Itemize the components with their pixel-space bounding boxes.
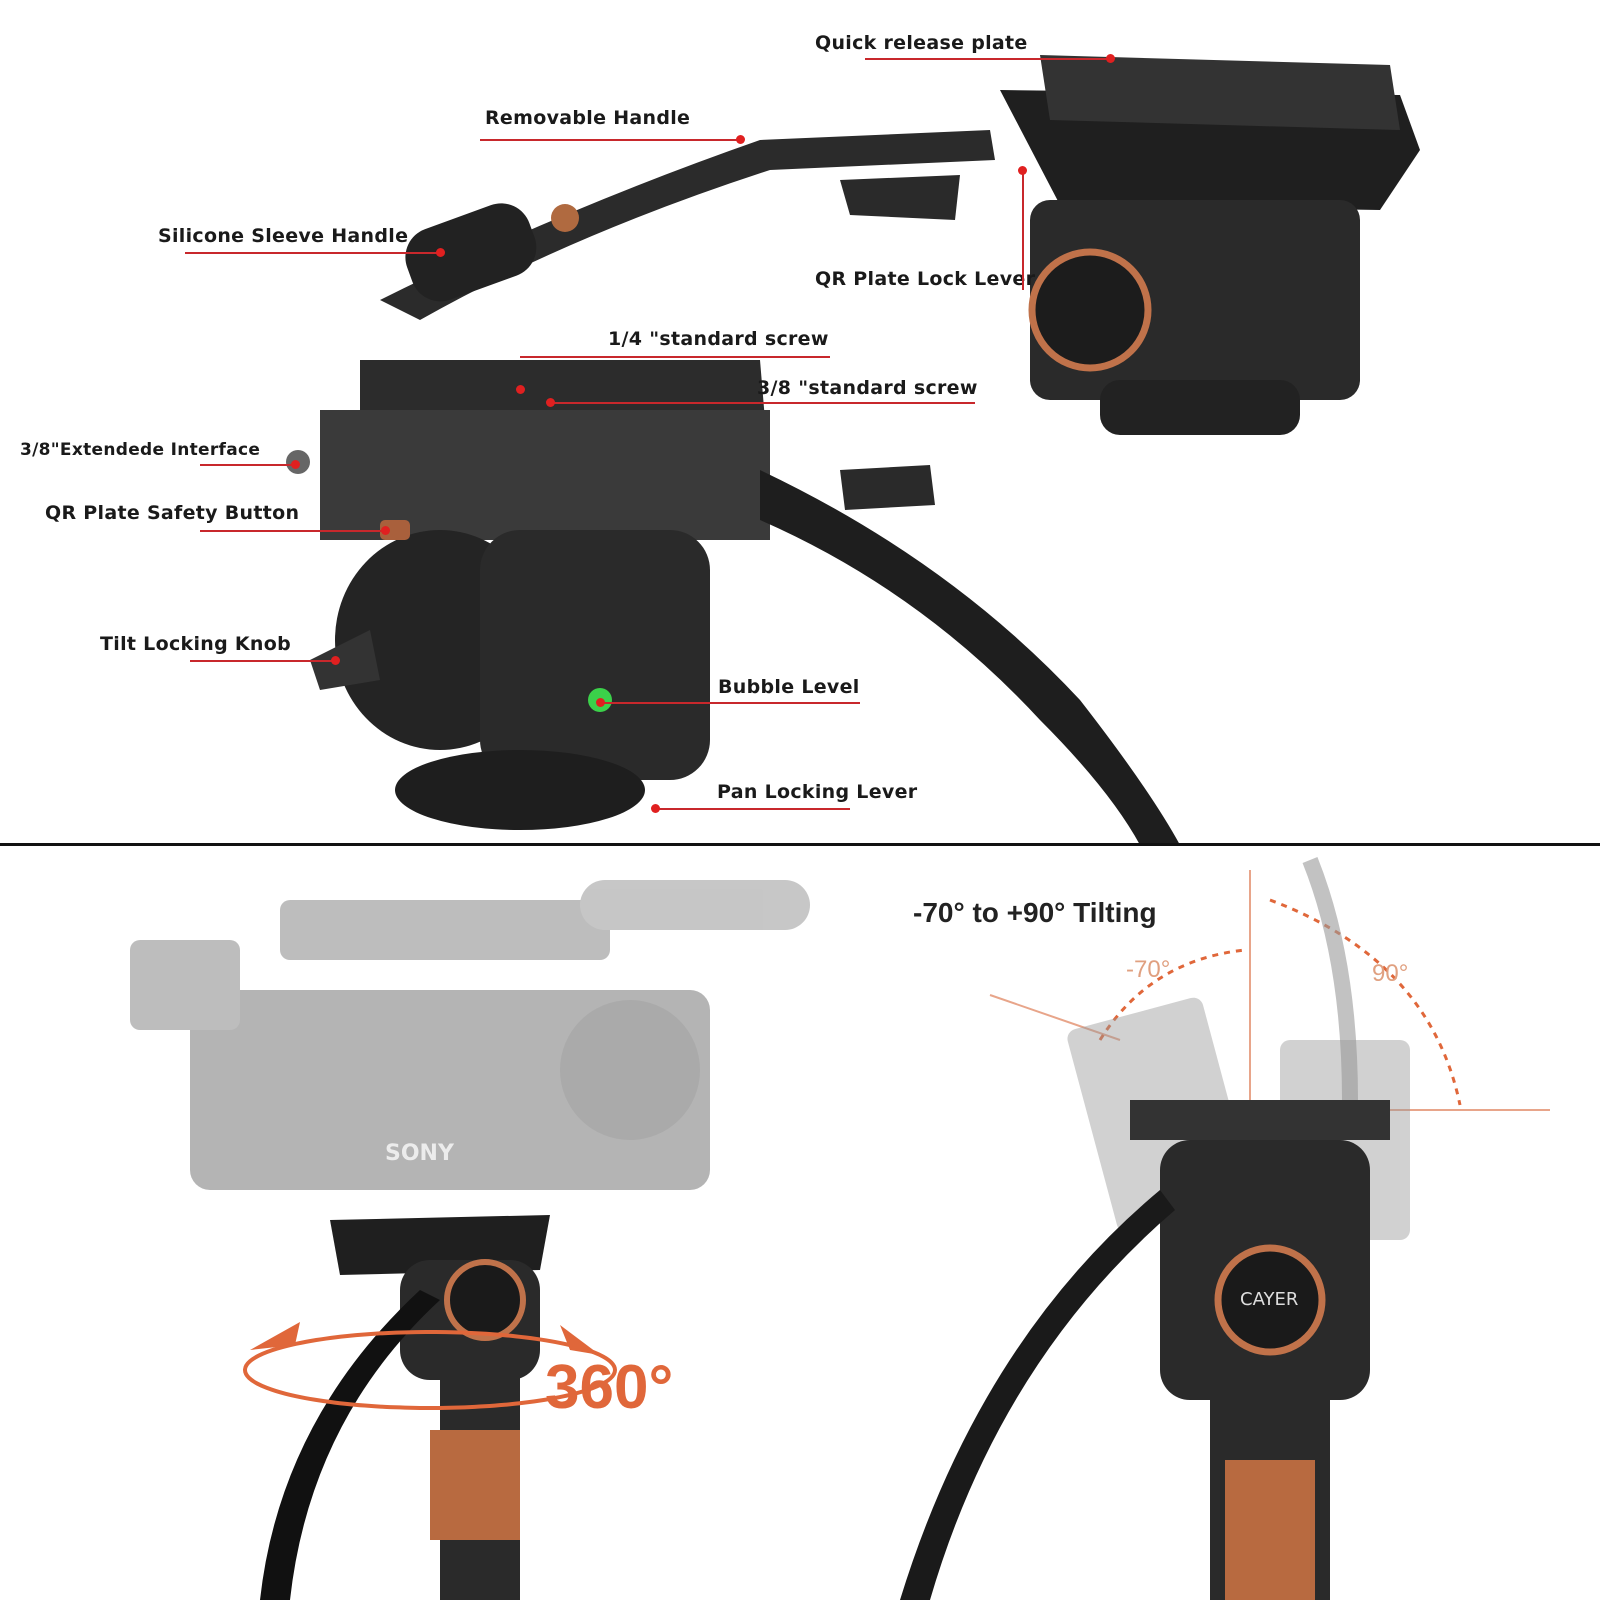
callout-dot xyxy=(1106,54,1115,63)
leader-line xyxy=(200,530,385,532)
fluid-head-top-right xyxy=(380,55,1420,435)
pan-rotation-label: 360° xyxy=(545,1353,674,1422)
panel-divider xyxy=(0,843,1600,846)
label-pan-locking-lever: Pan Locking Lever xyxy=(717,781,918,803)
callout-dot xyxy=(736,135,745,144)
callout-dot xyxy=(291,460,300,469)
leader-line xyxy=(185,252,440,254)
callout-dot xyxy=(596,698,605,707)
callout-dot xyxy=(651,804,660,813)
camera-brand: SONY xyxy=(385,1141,455,1166)
fluid-head-center xyxy=(286,360,1180,845)
fluid-head-bottom-left xyxy=(243,1215,617,1600)
leader-line xyxy=(1022,170,1024,290)
label-removable-handle: Removable Handle xyxy=(485,107,691,129)
label-silicone-sleeve-handle: Silicone Sleeve Handle xyxy=(158,225,409,247)
label-extended-interface: 3/8"Extendede Interface xyxy=(20,440,261,460)
callout-dot xyxy=(331,656,340,665)
callout-dot xyxy=(516,385,525,394)
tilt-range-title: -70° to +90° Tilting xyxy=(913,897,1157,928)
logo: CAYER xyxy=(1240,1289,1298,1310)
camcorder-on-head: SONY xyxy=(130,880,810,1190)
leader-line xyxy=(190,660,335,662)
leader-line xyxy=(600,702,860,704)
label-tilt-locking-knob: Tilt Locking Knob xyxy=(100,633,291,655)
label-qr-plate-safety-button: QR Plate Safety Button xyxy=(45,502,300,524)
leader-line xyxy=(655,808,850,810)
label-quarter-inch-screw: 1/4 "standard screw xyxy=(608,328,829,350)
label-bubble-level: Bubble Level xyxy=(718,676,860,698)
callout-dot xyxy=(1018,166,1027,175)
leader-line xyxy=(865,58,1110,60)
fluid-head-tilt-demo: CAYER xyxy=(900,857,1550,1600)
label-three-eighths-screw: 3/8 "standard screw xyxy=(757,377,978,399)
leader-line xyxy=(520,356,830,358)
callout-dot xyxy=(546,398,555,407)
leader-line xyxy=(480,139,740,141)
callout-dot xyxy=(436,248,445,257)
callout-dot xyxy=(381,526,390,535)
leader-line xyxy=(550,402,975,404)
max-tilt-angle: 90° xyxy=(1372,960,1409,987)
min-tilt-angle: -70° xyxy=(1126,956,1171,983)
leader-line xyxy=(200,464,295,466)
label-quick-release-plate: Quick release plate xyxy=(815,32,1028,54)
label-qr-plate-lock-lever: QR Plate Lock Lever xyxy=(815,268,1036,290)
